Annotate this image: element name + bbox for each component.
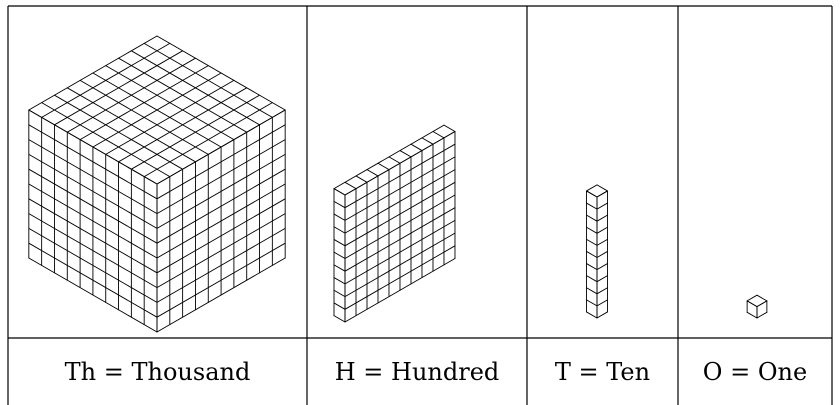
hundred-flat: [333, 124, 456, 323]
caption-hundred: H = Hundred: [334, 357, 500, 386]
caption-thousand: Th = Thousand: [64, 357, 251, 386]
ten-rod: [586, 184, 608, 319]
table-grid: [7, 5, 833, 405]
caption-one: O = One: [702, 357, 808, 386]
caption-ten: T = Ten: [554, 357, 651, 386]
thousand-cube: [28, 35, 286, 333]
one-unit-cube: [746, 294, 768, 319]
